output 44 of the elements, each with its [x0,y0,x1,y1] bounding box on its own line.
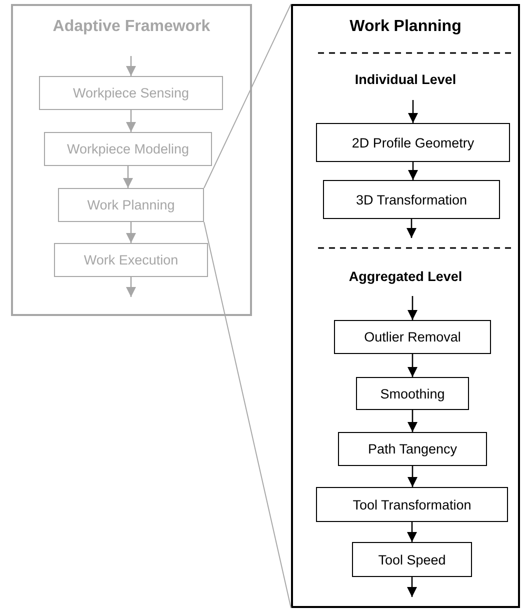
arrow [126,277,136,297]
section-heading: Individual Level [354,72,458,87]
arrow [126,56,136,76]
process-box [58,188,204,222]
zoom-line [204,4,292,188]
arrow [406,219,416,238]
section-heading: Aggregated Level [348,269,464,284]
arrow [408,296,418,320]
process-box [323,180,500,219]
panel-title: Work Planning [348,18,462,36]
step-label: 3D Transformation [354,192,468,207]
step-label: Path Tangency [366,442,458,456]
step-label: Workpiece Modeling [66,142,190,156]
process-box [334,320,491,354]
panel-frame [291,4,520,608]
step-label: Tool Speed [377,552,447,567]
step-label: Smoothing [379,386,446,401]
arrow [408,410,418,432]
process-box [352,542,472,577]
step-label: Tool Transformation [352,497,472,512]
process-box [54,243,208,277]
process-box [316,487,508,522]
step-label: Work Planning [86,198,176,212]
arrow [408,162,418,180]
process-box [316,123,510,162]
process-box [44,132,212,166]
arrow [408,100,418,123]
process-box [356,377,469,410]
arrow [123,166,133,188]
process-box [338,432,487,466]
arrow [126,222,136,243]
step-label: 2D Profile Geometry [350,135,476,150]
step-label: Work Execution [82,252,180,268]
panel-title: Adaptive Framework [52,18,212,36]
arrow [408,354,418,377]
arrow [126,110,136,132]
step-label: Outlier Removal [363,330,462,344]
arrow [407,577,417,597]
arrow [408,466,418,487]
step-label: Workpiece Sensing [72,86,190,100]
zoom-line [204,222,292,608]
arrow [407,522,417,542]
process-box [39,76,223,110]
panel-frame [11,4,252,316]
